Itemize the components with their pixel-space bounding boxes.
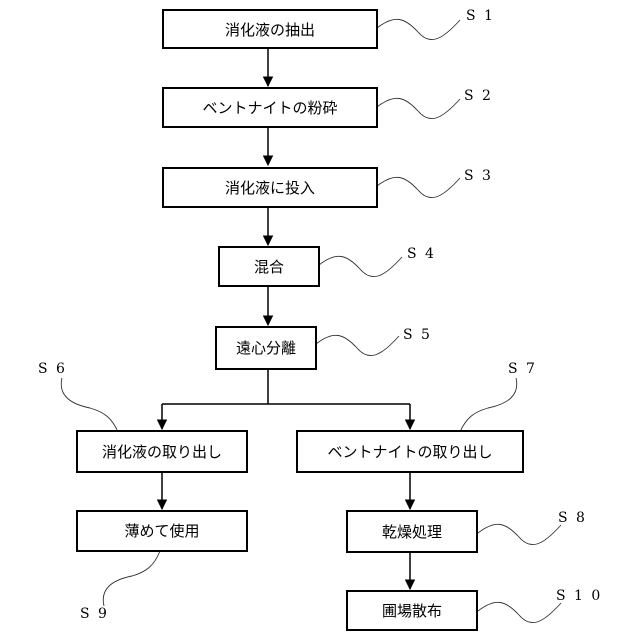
leader-s7 — [460, 378, 517, 432]
step-s1: 消化液の抽出 — [163, 10, 377, 48]
step-s1-text: 消化液の抽出 — [225, 21, 315, 39]
leader-s4 — [319, 256, 402, 276]
label-s9: S 9 — [80, 606, 109, 622]
step-s6-text: 消化液の取り出し — [102, 443, 222, 461]
connectors — [162, 48, 410, 589]
step-s7-text: ベントナイトの取り出し — [327, 443, 492, 461]
label-s8: S 8 — [558, 510, 587, 526]
step-s5: 遠心分離 — [216, 327, 316, 369]
step-s4-text: 混合 — [254, 258, 284, 276]
step-s4: 混合 — [219, 247, 319, 286]
step-s9-text: 薄めて使用 — [124, 522, 199, 540]
step-s6: 消化液の取り出し — [77, 431, 247, 472]
label-s2: S 2 — [464, 88, 493, 104]
leader-s3 — [377, 177, 460, 197]
label-s6: S 6 — [38, 361, 67, 377]
leader-s9 — [103, 551, 160, 606]
label-s5: S 5 — [403, 327, 432, 343]
step-s10: 圃場散布 — [347, 591, 477, 630]
leader-s6 — [61, 378, 118, 432]
step-s2-text: ベントナイトの粉砕 — [202, 99, 337, 117]
leader-s8 — [478, 524, 561, 544]
step-s3: 消化液に投入 — [163, 168, 377, 207]
step-s5-text: 遠心分離 — [236, 339, 296, 357]
leader-s2 — [377, 98, 460, 118]
step-s8-text: 乾燥処理 — [382, 523, 442, 541]
leader-s10 — [478, 602, 561, 622]
step-s10-text: 圃場散布 — [382, 602, 442, 620]
label-s3: S 3 — [464, 168, 493, 184]
step-s2: ベントナイトの粉砕 — [163, 88, 377, 127]
leader-s5 — [316, 335, 399, 355]
step-s7: ベントナイトの取り出し — [297, 431, 523, 472]
step-s9: 薄めて使用 — [77, 511, 247, 551]
label-s7: S 7 — [508, 361, 537, 377]
label-s1: S 1 — [466, 8, 495, 24]
step-s8: 乾燥処理 — [347, 511, 477, 552]
label-s10: S 1 0 — [556, 588, 602, 604]
leader-s1 — [377, 19, 460, 39]
step-s3-text: 消化液に投入 — [225, 179, 315, 197]
label-s4: S 4 — [407, 246, 436, 262]
